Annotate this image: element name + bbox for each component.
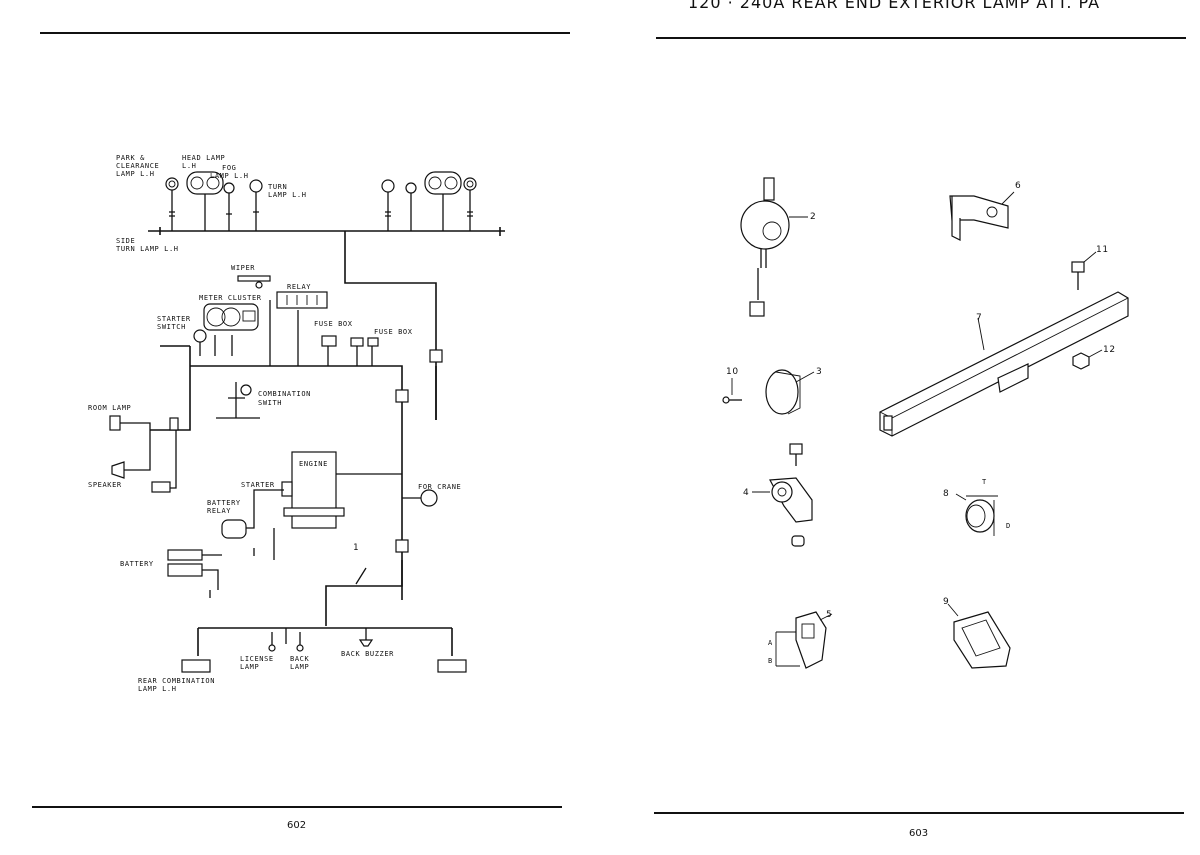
- dim-t: T: [982, 478, 987, 486]
- callout-4: 4: [743, 488, 749, 498]
- label-battery-relay-1: BATTERY: [207, 499, 241, 507]
- label-license-2: LAMP: [240, 663, 259, 671]
- label-park-3: LAMP L.H: [116, 170, 155, 178]
- left-bottom-rule: [32, 806, 562, 808]
- callout-12: 12: [1103, 345, 1116, 355]
- right-page: 120 · 240A REAR END EXTERIOR LAMP ATT. P…: [600, 0, 1200, 855]
- label-back-buzzer: BACK BUZZER: [341, 650, 394, 658]
- part-10-screw: [722, 378, 742, 404]
- label-turn-1: TURN: [268, 183, 287, 191]
- label-head-lamp-1: HEAD LAMP: [182, 154, 225, 162]
- right-page-number: 603: [909, 828, 929, 839]
- label-speaker: SPEAKER: [88, 481, 122, 489]
- part-8-grommet: [955, 493, 998, 536]
- left-page-number: 602: [287, 820, 307, 831]
- dim-b: B: [768, 657, 773, 665]
- callout-9: 9: [943, 597, 949, 607]
- dim-a: A: [768, 639, 773, 647]
- label-battery-relay-2: RELAY: [207, 507, 231, 515]
- dim-d: D: [1006, 522, 1011, 530]
- front-lamps: [165, 171, 477, 231]
- callout-11: 11: [1096, 245, 1109, 255]
- label-combination-1: COMBINATION: [258, 390, 311, 398]
- label-room-lamp: ROOM LAMP: [88, 404, 131, 412]
- callout-7: 7: [976, 313, 982, 323]
- callout-6: 6: [1015, 181, 1021, 191]
- label-head-lamp-2: L.H: [182, 162, 196, 170]
- callout-8: 8: [943, 489, 949, 499]
- part-12-nut: [1072, 349, 1103, 370]
- part-2-lamp: [740, 177, 808, 317]
- callout-10: 10: [726, 367, 739, 377]
- callout-5: 5: [826, 610, 832, 620]
- page-header: 120 · 240A REAR END EXTERIOR LAMP ATT. P…: [688, 0, 1101, 12]
- label-side-1: SIDE: [116, 237, 135, 245]
- wiring-diagram: PARK & CLEARANCE LAMP L.H HEAD LAMP L.H …: [88, 154, 505, 693]
- label-fuse-box-1: FUSE BOX: [314, 320, 353, 328]
- label-back-lamp-2: LAMP: [290, 663, 309, 671]
- right-bottom-rule: [654, 812, 1184, 814]
- label-battery: BATTERY: [120, 560, 154, 568]
- label-for-crane: FOR CRANE: [418, 483, 461, 491]
- label-back-lamp-1: BACK: [290, 655, 309, 663]
- label-turn-2: LAMP L.H: [268, 191, 307, 199]
- label-starter: STARTER: [241, 481, 275, 489]
- label-rear-combination-2: LAMP L.H: [138, 685, 177, 693]
- part-6-bracket: [949, 191, 1015, 241]
- label-harness-number: 1: [353, 543, 359, 553]
- left-page: 602: [32, 32, 570, 831]
- part-7-beam: [879, 291, 1129, 437]
- part-4-socket: [752, 443, 813, 547]
- engine-battery: [167, 451, 438, 598]
- label-combination-2: SWITH: [258, 399, 282, 407]
- label-engine: ENGINE: [299, 460, 328, 468]
- label-starter-switch-2: SWITCH: [157, 323, 186, 331]
- part-9-gasket: [947, 603, 1011, 669]
- part-5-connector: [775, 611, 833, 669]
- front-harness: [148, 227, 505, 420]
- callout-3: 3: [816, 367, 822, 377]
- rear-harness: [181, 560, 467, 673]
- label-starter-switch-1: STARTER: [157, 315, 191, 323]
- label-fuse-box-2: FUSE BOX: [374, 328, 413, 336]
- label-side-2: TURN LAMP L.H: [116, 245, 179, 253]
- label-fog-1: FOG: [222, 164, 236, 172]
- label-fog-2: LAMP L.H: [210, 172, 249, 180]
- right-top-rule: [656, 37, 1186, 39]
- cab-harness: [109, 275, 443, 600]
- parts-exploded-view: 2 6 11 7 10 3 12 4 8 5 9 T D A B: [722, 177, 1129, 669]
- callout-2: 2: [810, 212, 816, 222]
- label-wiper: WIPER: [231, 264, 255, 272]
- label-meter-cluster: METER CLUSTER: [199, 294, 262, 302]
- label-park-2: CLEARANCE: [116, 162, 159, 170]
- label-rear-combination-1: REAR COMBINATION: [138, 677, 215, 685]
- label-park-1: PARK &: [116, 154, 145, 162]
- left-top-rule: [40, 32, 570, 34]
- label-license-1: LICENSE: [240, 655, 274, 663]
- part-11-bolt: [1071, 251, 1097, 290]
- part-3-lens: [765, 369, 815, 415]
- label-relay: RELAY: [287, 283, 311, 291]
